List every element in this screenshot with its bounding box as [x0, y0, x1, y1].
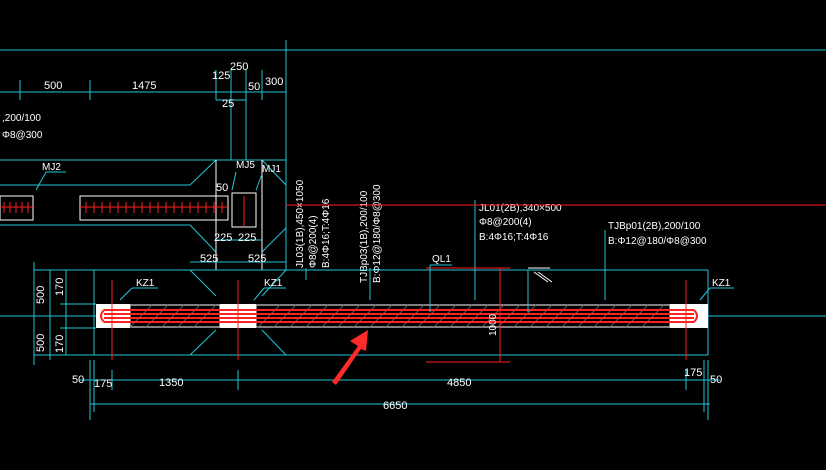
dim-50-bottom-left: 50 [72, 374, 84, 386]
dim-50-mid: 50 [216, 182, 228, 194]
beam-hatch [129, 304, 665, 328]
mark-kz1-right: KZ1 [712, 278, 731, 289]
left-beam-label-line2: Φ8@300 [2, 130, 43, 141]
mark-mj1: MJ1 [262, 164, 281, 175]
dim-6650-bottom: 6650 [383, 400, 407, 412]
dim-225-a: 225 [214, 232, 232, 244]
dim-4850-bottom: 4850 [447, 377, 471, 389]
dim-500-left-a: 500 [35, 286, 47, 304]
dim-50-top: 50 [248, 81, 260, 93]
beam-rebar [100, 309, 698, 323]
jl01-label-line3: B:4Φ16;T:4Φ16 [479, 232, 549, 243]
jl03-label-line1: JL03(1B),450×1050 [295, 179, 306, 268]
mj2-left-rebar-box [0, 195, 34, 221]
small-detail-mark [528, 267, 553, 283]
left-dimension-group: 500 500 170 170 [35, 270, 96, 360]
bottom-dimension-group: 50 175 1350 4850 175 50 6650 [72, 360, 722, 420]
dim-25-top: 25 [222, 98, 234, 110]
dim-170-left-a: 170 [54, 278, 66, 296]
red-arrow-annotation [332, 330, 368, 385]
dim-300-top: 300 [265, 76, 283, 88]
left-beam-label-line1: ,200/100 [2, 113, 41, 124]
dim-1475-top: 1475 [132, 80, 156, 92]
rotated-label-group: JL03(1B),450×1050 Φ8@200(4) B:4Φ16;T:4Φ1… [295, 179, 383, 300]
mark-kz1-left: KZ1 [136, 278, 155, 289]
dim-225-b: 225 [238, 232, 256, 244]
jl01-label-line2: Φ8@200(4) [479, 217, 532, 228]
dim-500-top: 500 [44, 80, 62, 92]
jl01-label-group: JL01(2B),340×500 Φ8@200(4) B:4Φ16;T:4Φ16 [474, 200, 562, 300]
arrow-shape [332, 330, 368, 385]
tjbp03-label-line1: TJBp03(1B),200/100 [359, 190, 370, 283]
mark-mj5: MJ5 [236, 160, 255, 171]
mj5-rebar-box [231, 192, 257, 228]
mark-kz1-mid: KZ1 [264, 278, 283, 289]
jl01-label-line1: JL01(2B),340×500 [479, 203, 562, 214]
dim-50-bottom-right: 50 [710, 374, 722, 386]
mark-ql1: QL1 [432, 254, 451, 265]
mark-mj2: MJ2 [42, 162, 61, 173]
tjbp01-label-group: TJBp01(2B),200/100 B:Φ12@180/Φ8@300 [604, 221, 707, 300]
jl03-label-line3: B:4Φ16;T:4Φ16 [321, 198, 332, 268]
dim-525-b: 525 [248, 253, 266, 265]
mj2-rebar-box [79, 195, 229, 221]
top-dimension-group: 500 1475 125 250 25 50 300 [0, 40, 826, 270]
dim-1350-bottom: 1350 [159, 377, 183, 389]
upper-beam-group: MJ2 MJ5 MJ1 50 225 225 525 525 [0, 159, 287, 270]
dim-500-left-b: 500 [35, 334, 47, 352]
dim-170-left-b: 170 [54, 335, 66, 353]
dim-250-top: 250 [230, 61, 248, 73]
mj2-stirrups [3, 202, 223, 213]
tjbp03-label-line2: B:Φ12@180/Φ8@300 [372, 184, 383, 283]
dim-175-bottom-right: 175 [684, 367, 702, 379]
main-beam-group: 1000 KZ1 KZ1 KZ1 QL1 [0, 254, 826, 365]
dim-125-top: 125 [212, 70, 230, 82]
tjbp01-label-line2: B:Φ12@180/Φ8@300 [608, 236, 707, 247]
dim-175-bottom-left: 175 [94, 378, 112, 390]
dim-525-a: 525 [200, 253, 218, 265]
ql1-dim-1000: 1000 [488, 313, 499, 336]
tjbp01-label-line1: TJBp01(2B),200/100 [608, 221, 701, 232]
jl03-label-line2: Φ8@200(4) [308, 215, 319, 268]
